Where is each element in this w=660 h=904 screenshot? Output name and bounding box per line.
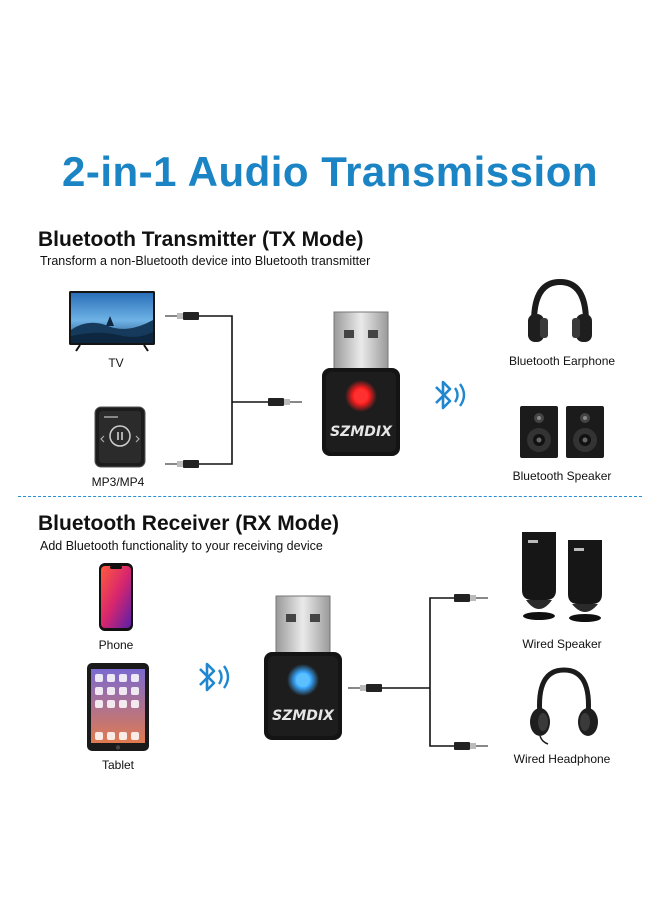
speaker-icon <box>520 406 604 458</box>
tx-source-tv-label: TV <box>108 356 124 370</box>
section-divider <box>18 496 642 497</box>
rx-output-headphone-label: Wired Headphone <box>513 752 611 766</box>
usb-dongle-icon: SZMDIX <box>322 311 400 456</box>
rx-output-speaker-label: Wired Speaker <box>522 637 602 651</box>
headphone-icon <box>530 667 598 745</box>
bluetooth-icon <box>435 380 466 410</box>
tx-section-subtitle: Transform a non-Bluetooth device into Bl… <box>40 254 371 268</box>
tx-cable-lines <box>198 315 270 465</box>
rx-cable-lines <box>366 597 458 747</box>
usb-dongle-icon: SZMDIX <box>264 595 342 740</box>
bluetooth-icon <box>199 662 230 692</box>
phone-icon <box>99 563 133 631</box>
audio-jack-icon <box>348 684 382 692</box>
main-title: 2-in-1 Audio Transmission <box>61 148 599 195</box>
rx-source-phone-label: Phone <box>98 638 134 652</box>
audio-jack-icon <box>165 460 199 468</box>
audio-jack-icon <box>165 312 199 320</box>
tx-output-earphone-label: Bluetooth Earphone <box>508 354 616 368</box>
audio-jack-icon <box>454 594 488 602</box>
brand-logo: SZMDIX <box>272 708 335 724</box>
tv-icon <box>69 291 155 352</box>
tablet-icon <box>87 663 149 751</box>
speaker-icon <box>522 532 602 622</box>
tx-section-title: Bluetooth Transmitter (TX Mode) <box>38 228 364 251</box>
brand-logo: SZMDIX <box>330 424 393 440</box>
headphone-icon <box>528 278 592 342</box>
rx-section-subtitle: Add Bluetooth functionality to your rece… <box>40 539 323 553</box>
rx-section-title: Bluetooth Receiver (RX Mode) <box>38 512 340 535</box>
mp3-player-icon <box>94 406 146 468</box>
tx-output-speaker-label: Bluetooth Speaker <box>512 469 612 483</box>
tx-source-mp3-label: MP3/MP4 <box>91 475 145 489</box>
audio-jack-icon <box>454 742 488 750</box>
audio-jack-icon <box>268 398 302 406</box>
rx-source-tablet-label: Tablet <box>101 758 135 772</box>
